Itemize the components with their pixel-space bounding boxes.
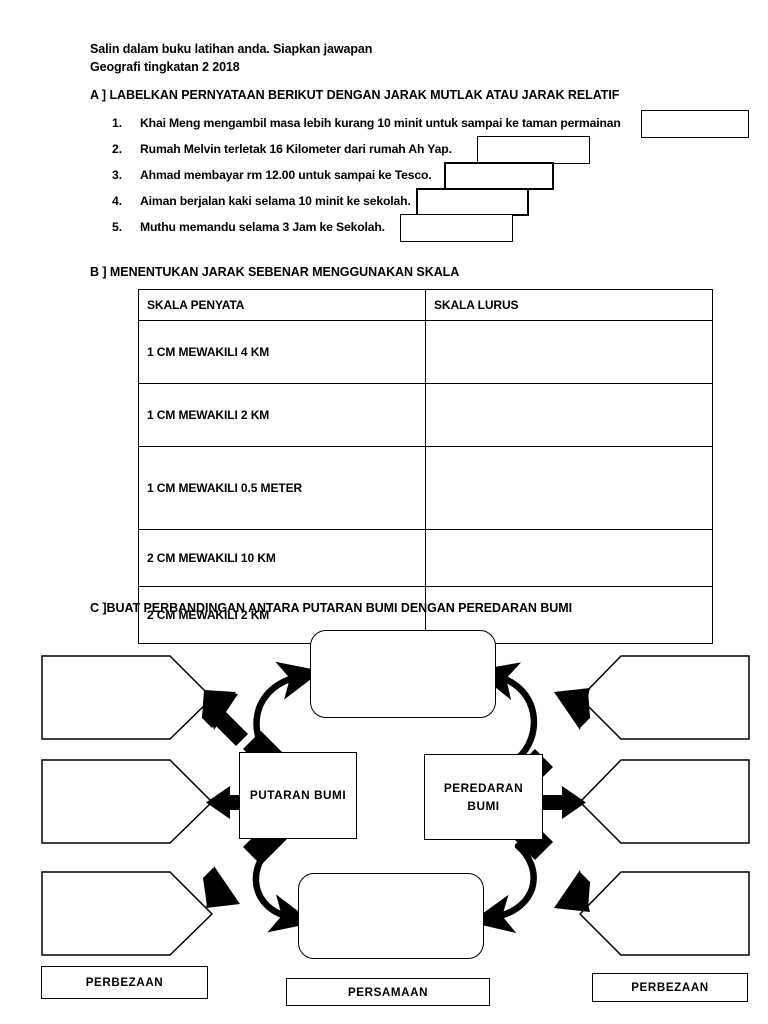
comparison-diagram: PUTARAN BUMI PEREDARAN BUMI PERBEZAAN PE… [0,618,768,1018]
table-row: 1 CM MEWAKILI 4 KM [138,320,713,384]
persamaan-box-top[interactable] [310,630,496,718]
list-number: 3. [112,168,123,182]
list-item: Rumah Melvin terletak 16 Kilometer dari … [140,142,452,156]
answer-box-1[interactable] [641,110,749,138]
right-pentagon-2-shape [578,759,750,844]
left-pentagon-3[interactable] [44,874,204,953]
list-number: 4. [112,194,123,208]
curve-arrow-top-left [253,661,322,762]
core-label-peredaran-line2: BUMI [467,799,500,813]
core-label-peredaran-line1: PEREDARAN [443,780,524,795]
section-a-heading: A ] LABELKAN PERNYATAAN BERIKUT DENGAN J… [90,88,620,102]
header-line-1: Salin dalam buku latihan anda. Siapkan j… [90,42,373,56]
cell-skala-penyata: 1 CM MEWAKILI 4 KM [138,320,426,384]
table-row: 1 CM MEWAKILI 0.5 METER [138,446,713,530]
left-pentagon-3-shape [41,871,214,956]
left-pentagon-2-shape [41,759,214,844]
skala-table: SKALA PENYATA SKALA LURUS 1 CM MEWAKILI … [138,289,713,644]
table-row: 2 CM MEWAKILI 10 KM [138,529,713,587]
bottom-label-persamaan: PERSAMAAN [286,978,490,1006]
core-box-peredaran-bumi[interactable]: PEREDARAN BUMI [424,754,543,840]
column-header-skala-penyata: SKALA PENYATA [138,289,426,321]
right-pentagon-3[interactable] [590,874,747,953]
core-box-putaran-bumi[interactable]: PUTARAN BUMI [239,752,357,839]
persamaan-box-bottom[interactable] [298,873,484,959]
table-header-row: SKALA PENYATA SKALA LURUS [138,289,713,321]
answer-box-4[interactable] [416,188,529,216]
column-header-skala-lurus: SKALA LURUS [425,289,713,321]
answer-box-3[interactable] [444,162,554,190]
cell-skala-penyata: 1 CM MEWAKILI 2 KM [138,383,426,447]
cell-skala-penyata: 2 CM MEWAKILI 10 KM [138,529,426,587]
right-pentagon-1[interactable] [590,658,747,737]
list-item: Aiman berjalan kaki selama 10 minit ke s… [140,194,411,208]
cell-skala-lurus[interactable] [425,529,713,587]
core-label-putaran-bumi: PUTARAN BUMI [249,788,347,803]
right-pentagon-2[interactable] [590,762,747,841]
left-pentagon-2[interactable] [44,762,204,841]
answer-box-5[interactable] [400,214,513,242]
list-item: Khai Meng mengambil masa lebih kurang 10… [140,116,621,130]
left-pentagon-1-shape [41,655,214,740]
section-b-heading: B ] MENENTUKAN JARAK SEBENAR MENGGUNAKAN… [90,265,460,279]
list-number: 2. [112,142,123,156]
header-line-2: Geografi tingkatan 2 2018 [90,60,240,74]
answer-box-2[interactable] [477,136,590,164]
list-item: Muthu memandu selama 3 Jam ke Sekolah. [140,220,385,234]
cell-skala-lurus[interactable] [425,320,713,384]
bottom-label-perbezaan-left: PERBEZAAN [41,966,208,999]
curve-arrow-bottom-right [470,842,537,934]
list-item: Ahmad membayar rm 12.00 untuk sampai ke … [140,168,432,182]
cell-skala-lurus[interactable] [425,446,713,530]
curve-arrow-bottom-left [252,842,314,933]
bottom-label-perbezaan-right: PERBEZAAN [592,973,748,1002]
list-number: 5. [112,220,123,234]
cell-skala-penyata: 1 CM MEWAKILI 0.5 METER [138,446,426,530]
table-row: 1 CM MEWAKILI 2 KM [138,383,713,447]
cell-skala-lurus[interactable] [425,383,713,447]
left-pentagon-1[interactable] [44,658,204,737]
curve-arrow-top-right [474,662,538,762]
section-c-heading: C ]BUAT PERBANDINGAN ANTARA PUTARAN BUMI… [90,601,573,615]
list-number: 1. [112,116,123,130]
